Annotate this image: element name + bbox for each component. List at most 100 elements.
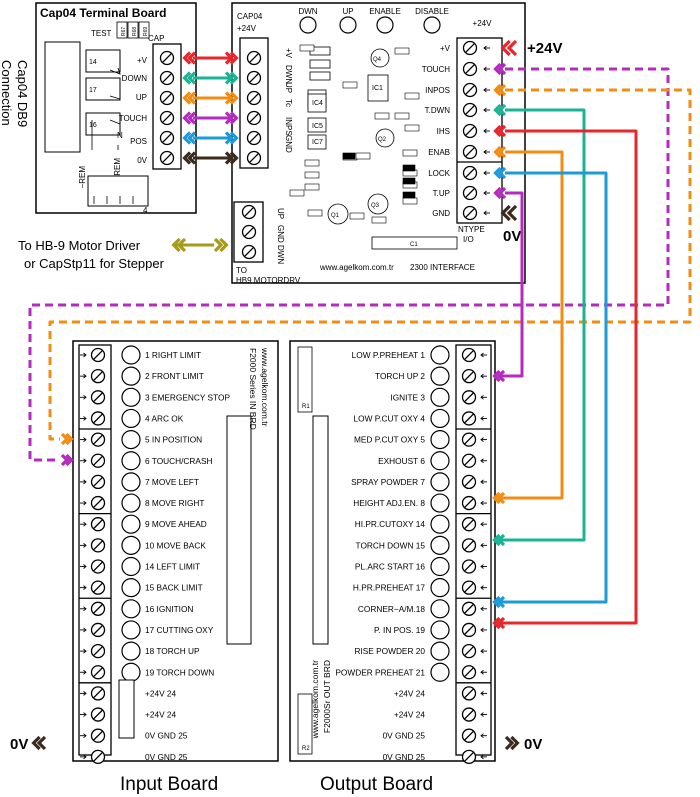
input-led-icon xyxy=(121,578,141,598)
chevron-part xyxy=(500,39,511,57)
interface-cap-pin: GND xyxy=(284,135,293,153)
pin-arrow-head xyxy=(480,585,484,591)
pin-arrow-head xyxy=(83,733,87,739)
input-led-icon xyxy=(121,430,141,450)
pin-arrow-head xyxy=(483,149,487,155)
input-power-label: +24V 24 xyxy=(145,688,177,698)
pin-arrow-head xyxy=(83,416,87,421)
diode-icon xyxy=(402,164,416,172)
chevron-part xyxy=(224,151,234,165)
input-item-label: 4 ARC OK xyxy=(145,413,184,423)
component-resistor xyxy=(371,216,387,224)
switch-arrow-icon xyxy=(109,67,121,75)
screw-slot xyxy=(464,187,476,199)
screw-slot xyxy=(92,455,104,466)
screw-slot xyxy=(463,582,475,593)
screw-slot xyxy=(463,349,475,361)
ic5-chip xyxy=(307,117,327,133)
chevron-part xyxy=(171,237,181,253)
right-pin-label-ihs: IHS xyxy=(437,127,450,136)
screw-slot xyxy=(92,392,104,403)
output-power-label: +24V 24 xyxy=(394,710,426,720)
tup-output-chevron-icon xyxy=(492,369,506,383)
right-24v-header: +24V xyxy=(473,19,493,28)
screw-slot xyxy=(248,72,260,84)
output-power-label: 0V GND 25 xyxy=(383,752,426,762)
screw-slot xyxy=(92,476,104,487)
tdwn-output-chevron-icon xyxy=(492,533,506,547)
screw-slot xyxy=(161,52,173,64)
screw-slot xyxy=(248,112,260,124)
output-r2 xyxy=(297,693,313,755)
pin-arrow-head xyxy=(83,606,87,612)
pin-arrow-head xyxy=(83,458,87,464)
output-item-label: EXHOUST 6 xyxy=(378,456,425,466)
q2-label: Q2 xyxy=(378,137,387,143)
chevron-part xyxy=(182,91,192,105)
zero-v-label-output: 0V xyxy=(524,736,542,753)
chevron-part xyxy=(493,124,502,138)
touch-input-chevron-icon xyxy=(60,453,74,467)
touch-interface-chevron-icon xyxy=(493,62,507,76)
enable-wire xyxy=(500,150,564,500)
right-pin-label-touch: TOUCH xyxy=(422,65,451,74)
ic1-label: IC1 xyxy=(372,85,383,92)
pin-arrow-head xyxy=(483,87,487,93)
output-power-label: 0V GND 25 xyxy=(383,731,426,741)
pin-arrow-head xyxy=(83,352,87,358)
chevron-part xyxy=(224,71,234,85)
chevron-part xyxy=(492,595,501,609)
pushbutton-icon xyxy=(376,16,394,34)
output-led-icon xyxy=(430,556,450,577)
right-pin-label-enab: ENAB xyxy=(428,148,450,157)
input-power-label: +24V 24 xyxy=(145,710,177,720)
screw-slot xyxy=(92,709,104,720)
screw-slot xyxy=(161,152,173,164)
pin-arrow-head xyxy=(83,585,87,591)
chevron-part xyxy=(496,595,506,609)
relay-label: 17 xyxy=(89,87,97,94)
ic4-chip xyxy=(307,93,327,113)
input-power-label: 0V GND 25 xyxy=(145,731,188,741)
right-pin-label-gnd: GND xyxy=(432,209,450,218)
pin-arrow-head xyxy=(480,437,484,442)
button-label-enable: ENABLE xyxy=(369,7,401,16)
cap-label: CAP xyxy=(148,34,164,43)
hb9-pin-label: DWN xyxy=(276,245,285,264)
pin-arrow-head xyxy=(480,479,484,485)
component-resistor xyxy=(304,159,320,167)
input-0v-chevron-icon xyxy=(31,735,47,751)
interface-cap-pin: UP xyxy=(284,82,293,93)
output-led-icon xyxy=(430,641,450,661)
chevron-part xyxy=(65,453,74,467)
inpos-input-chevron-icon xyxy=(60,432,74,446)
chevron-part xyxy=(224,51,234,65)
input-item-label: 14 LEFT LIMIT xyxy=(145,562,200,572)
chevron-part xyxy=(496,533,506,547)
chevron-part xyxy=(492,616,501,630)
output-led-icon xyxy=(430,535,450,555)
output-item-label: TORCH UP 2 xyxy=(375,371,425,381)
output-item-label: H.PR.PREHEAT 17 xyxy=(353,583,425,593)
screw-slot xyxy=(161,72,173,84)
pin-arrow-head xyxy=(480,373,484,379)
chevron-part xyxy=(229,111,239,125)
screw-slot xyxy=(161,112,173,124)
hb9-note-line2: or CapStp11 for Stepper xyxy=(24,256,165,271)
output-item-label: IGNITE 3 xyxy=(390,392,425,402)
pin-arrow-head xyxy=(480,352,484,358)
pin-arrow-head xyxy=(480,648,484,654)
rem-minus-label: −REM xyxy=(78,166,87,189)
screw-slot xyxy=(464,42,476,54)
cap-link-left-chevron-icon xyxy=(182,91,197,105)
chevron-part xyxy=(187,151,197,165)
terminal-pin-label: TOUCH xyxy=(119,114,148,123)
resistor-label: R68 xyxy=(132,27,138,36)
chevron-part xyxy=(504,735,515,751)
screw-slot xyxy=(92,498,104,509)
right-pin-label-tdwn: T.DWN xyxy=(425,106,451,115)
screw-slot xyxy=(92,667,104,678)
button-label-dwn: DWN xyxy=(298,7,317,16)
chevron-part xyxy=(187,71,197,85)
chevron-part xyxy=(510,735,520,751)
